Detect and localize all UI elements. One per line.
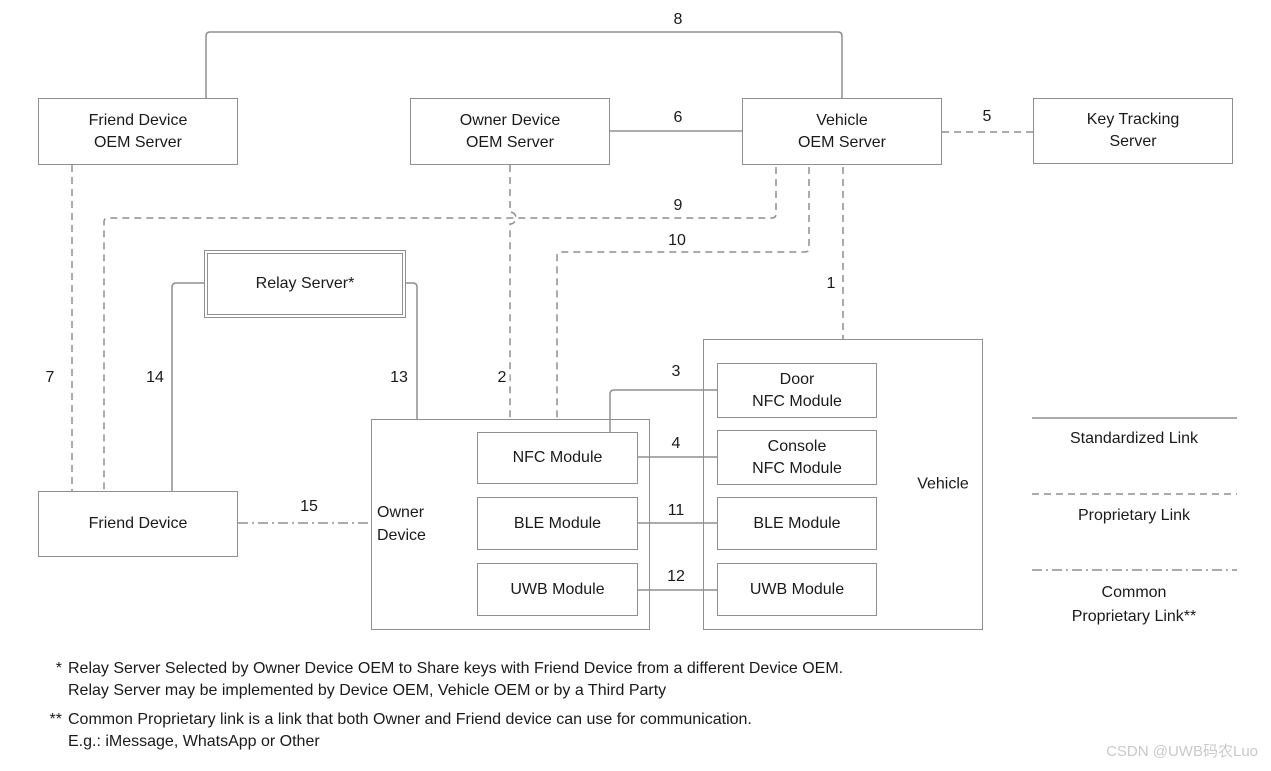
node-label: BLE Module <box>513 514 602 532</box>
node-label: Key Tracking <box>1086 111 1180 128</box>
csdn-watermark: CSDN @UWB码农Luo <box>1106 743 1258 760</box>
node-console-nfc-module: Console NFC Module <box>717 430 877 485</box>
vehicle-container <box>703 339 983 630</box>
legend-proprietary-link-label: Proprietary Link <box>1077 507 1191 524</box>
footnote-common-proprietary: ** Common Proprietary link is a link tha… <box>50 709 1168 753</box>
node-label: Owner <box>377 504 425 521</box>
node-owner-nfc-module: NFC Module <box>477 432 638 484</box>
node-label: NFC Module <box>752 459 842 477</box>
link-label-5: 5 <box>979 108 995 126</box>
node-owner-uwb-module: UWB Module <box>477 563 638 616</box>
footnote-marker: ** <box>49 711 62 728</box>
owner-device-container-label: Owner Device <box>377 501 426 547</box>
node-key-tracking-server: Key Tracking Server <box>1033 98 1233 164</box>
node-label: BLE Module <box>753 514 841 532</box>
node-vehicle-uwb-module: UWB Module <box>717 563 877 616</box>
node-relay-server: Relay Server* <box>204 250 406 318</box>
node-relay-server-inner: Relay Server* <box>207 253 403 315</box>
node-label: Friend Device <box>88 515 188 532</box>
node-label: Owner Device <box>459 111 561 129</box>
node-label: Device <box>377 527 426 544</box>
node-label: Relay Server* <box>255 275 355 292</box>
node-label: Door <box>779 370 815 388</box>
link-label-11: 11 <box>664 502 688 520</box>
legend-label-line: Common <box>1101 584 1167 601</box>
link-label-13: 13 <box>387 369 411 387</box>
node-label: Console <box>767 437 827 455</box>
legend-label-line: Proprietary Link** <box>1071 608 1197 625</box>
vehicle-container-label: Vehicle <box>917 475 969 493</box>
node-vehicle-oem-server: Vehicle OEM Server <box>742 98 942 165</box>
footnote-relay-server: * Relay Server Selected by Owner Device … <box>56 658 1168 702</box>
node-label: UWB Module <box>749 580 845 598</box>
link-label-4: 4 <box>668 435 684 453</box>
node-label: OEM Server <box>797 133 886 151</box>
node-owner-device-oem-server: Owner Device OEM Server <box>410 98 610 165</box>
node-label: Vehicle <box>816 111 868 129</box>
link-3-line <box>609 389 717 432</box>
link-label-12: 12 <box>664 568 688 586</box>
link-9-line <box>103 167 777 491</box>
footnote-text: Relay Server Selected by Owner Device OE… <box>68 660 844 677</box>
link-10-line <box>556 167 810 419</box>
owner-device-container <box>371 419 650 630</box>
footnote-marker: * <box>55 660 62 677</box>
link-13-line <box>406 282 418 419</box>
node-label: UWB Module <box>510 580 605 598</box>
node-friend-device-oem-server: Friend Device OEM Server <box>38 98 238 165</box>
link-label-1: 1 <box>823 275 839 293</box>
link-label-15: 15 <box>297 498 321 516</box>
link-8-line <box>205 31 843 98</box>
node-vehicle-ble-module: BLE Module <box>717 497 877 550</box>
footnote-text: E.g.: iMessage, WhatsApp or Other <box>68 733 320 750</box>
node-label: NFC Module <box>752 392 842 410</box>
legend-standardized-link-label: Standardized Link <box>1069 430 1199 447</box>
link-label-10: 10 <box>665 232 689 250</box>
link-14-line <box>171 282 204 491</box>
footnote-text: Common Proprietary link is a link that b… <box>68 711 752 728</box>
link-label-6: 6 <box>670 109 686 127</box>
node-label: OEM Server <box>465 133 554 151</box>
link-label-7: 7 <box>42 369 58 387</box>
node-label: Friend Device <box>88 111 188 129</box>
link-2-line <box>509 165 517 419</box>
link-label-3: 3 <box>668 363 684 381</box>
link-label-14: 14 <box>143 369 167 387</box>
node-owner-ble-module: BLE Module <box>477 497 638 550</box>
legend-common-proprietary-link-label: Common Proprietary Link** <box>1072 581 1197 629</box>
node-label: Server <box>1109 133 1157 150</box>
node-door-nfc-module: Door NFC Module <box>717 363 877 418</box>
node-friend-device: Friend Device <box>38 491 238 557</box>
node-label: NFC Module <box>512 449 603 466</box>
footnote-text: Relay Server may be implemented by Devic… <box>68 682 667 699</box>
link-label-2: 2 <box>494 369 510 387</box>
node-label: OEM Server <box>93 133 182 151</box>
link-label-9: 9 <box>670 197 686 215</box>
link-label-8: 8 <box>670 11 686 29</box>
